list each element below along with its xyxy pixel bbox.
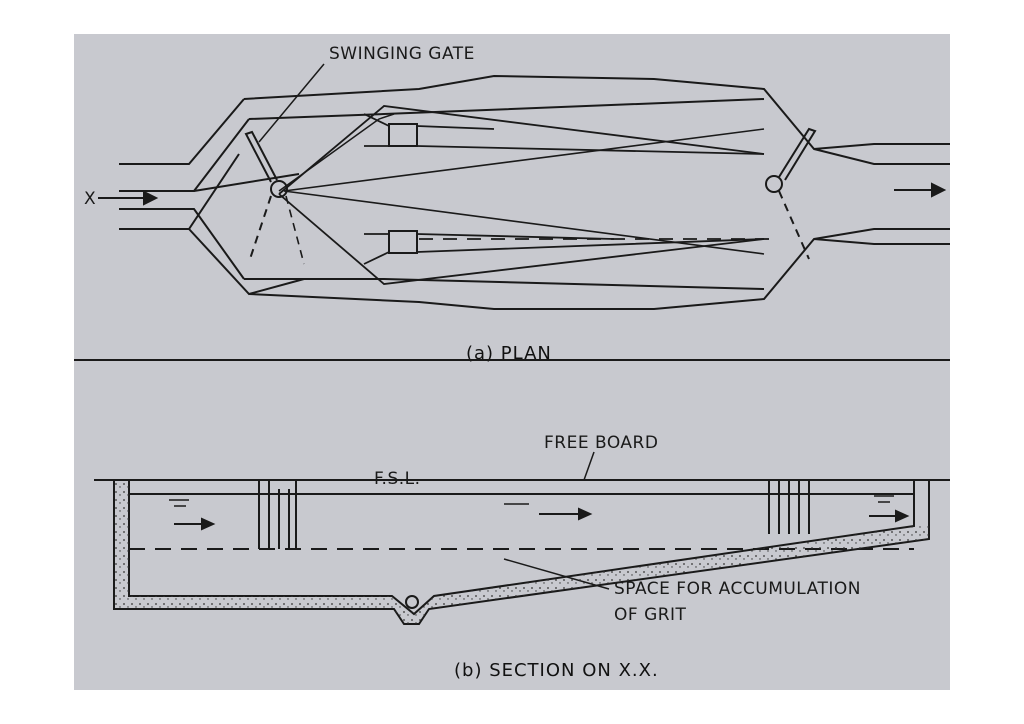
mid-partition-lower bbox=[388, 230, 418, 254]
plan-caption: (a) PLAN bbox=[466, 343, 552, 364]
chamber-outer-walls bbox=[243, 74, 950, 151]
plan-view bbox=[119, 63, 950, 310]
section-caption: (b) SECTION ON X.X. bbox=[454, 660, 659, 681]
drain-outlet bbox=[405, 595, 419, 609]
section-concrete-fill bbox=[114, 480, 929, 624]
right-swinging-gate-open bbox=[778, 190, 810, 260]
grit-label-line2: OF GRIT bbox=[614, 605, 687, 625]
fsl-label: F.S.L. bbox=[374, 469, 421, 489]
left-gate-structure bbox=[258, 480, 297, 549]
freeboard-leader bbox=[583, 451, 595, 481]
axis-label-x: X bbox=[84, 189, 96, 209]
diagram-scan: X SWINGING GATE (a) PLAN FREE BOARD bbox=[74, 34, 950, 690]
water-level-marks bbox=[169, 495, 894, 507]
right-gate-pivot bbox=[765, 175, 783, 193]
freeboard-label: FREE BOARD bbox=[544, 433, 658, 453]
plan-flow-arrows bbox=[98, 182, 947, 206]
grit-label-line1: SPACE FOR ACCUMULATION bbox=[614, 579, 861, 599]
left-swinging-gate-open bbox=[248, 195, 272, 263]
left-gate-pivot bbox=[270, 180, 288, 198]
swinging-gate-label: SWINGING GATE bbox=[329, 44, 475, 64]
outlet-channel bbox=[813, 148, 950, 240]
right-swinging-gate bbox=[778, 127, 817, 181]
gate-label-leader bbox=[258, 63, 325, 143]
plan-centerline bbox=[278, 113, 395, 192]
chamber-inner-walls bbox=[248, 98, 765, 120]
grit-chamber-diagram: X SWINGING GATE (a) PLAN FREE BOARD bbox=[74, 44, 950, 681]
section-flow-arrows bbox=[174, 507, 910, 531]
left-swinging-gate bbox=[244, 130, 278, 183]
mid-partition-upper bbox=[388, 123, 418, 147]
right-gate-structure bbox=[768, 480, 810, 534]
